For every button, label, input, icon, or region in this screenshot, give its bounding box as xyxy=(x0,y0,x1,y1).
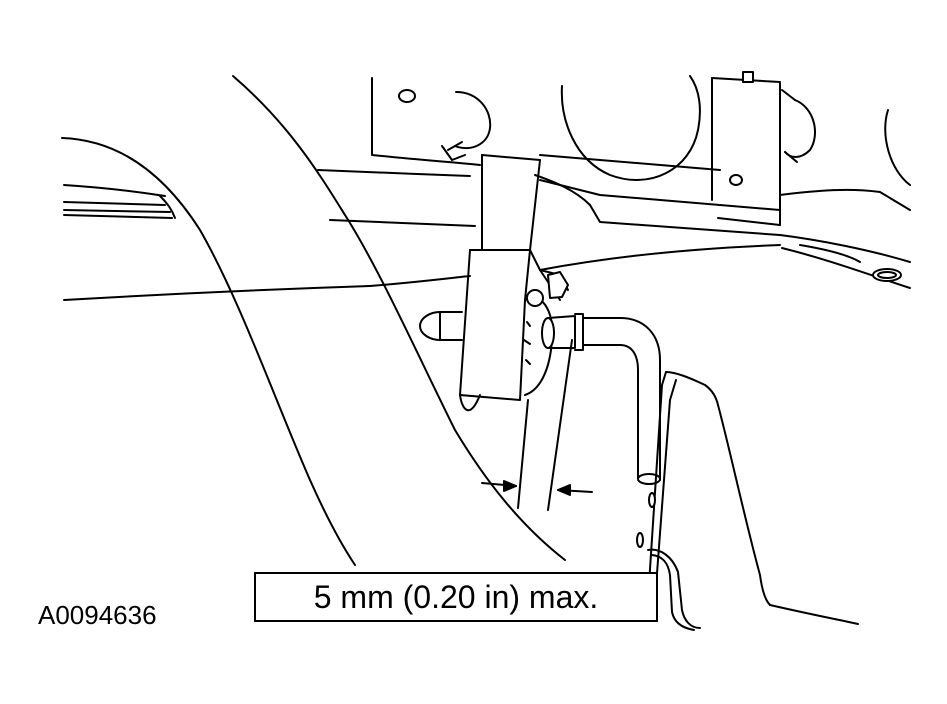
dimension-lines xyxy=(481,339,593,511)
frame-rail-lines xyxy=(63,169,476,301)
dimension-callout: 5 mm (0.20 in) max. xyxy=(254,572,658,622)
figure-id-label: A0094636 xyxy=(38,600,157,630)
sensor-bracket xyxy=(459,154,569,411)
fender-panel-outline xyxy=(61,75,566,566)
bent-tube xyxy=(541,313,661,485)
dimension-callout-label: 5 mm (0.20 in) max. xyxy=(313,578,599,615)
slotted-bracket xyxy=(636,371,859,631)
inlet-nipple xyxy=(419,311,463,341)
crossmember-body xyxy=(371,71,911,289)
